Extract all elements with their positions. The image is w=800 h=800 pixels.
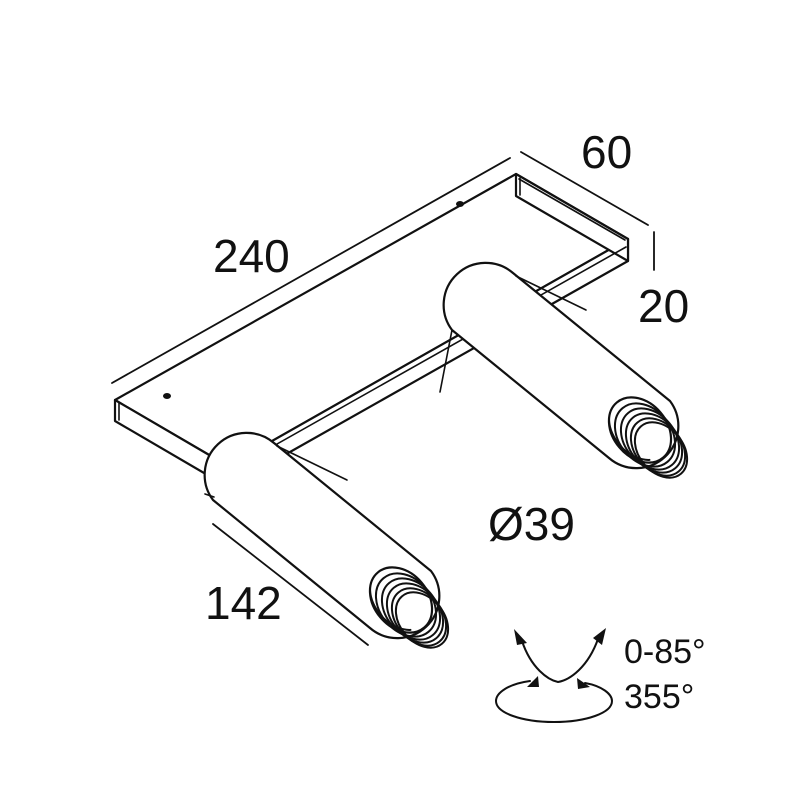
screw-hole-right [456,201,464,207]
dimension-label-cylinder-length: 142 [205,577,282,629]
dimension-line-240 [111,157,511,384]
dimension-label-width: 60 [581,126,632,178]
tilt-arrow-left-head [514,629,527,645]
rotation-arrow-left-head [527,676,539,687]
tilt-range-label: 0-85° [624,633,706,671]
plate-inner-front-line [230,246,627,471]
screw-hole-left [163,393,171,399]
cylinder-left-plate-joint-top [276,445,348,481]
tilt-arrow-right-head [593,628,606,645]
cylinder-left-ring-grooves [374,572,450,649]
cylinder-right-ring-grooves [613,402,689,479]
cylinder-left [203,431,450,649]
dimension-line-60 [520,151,649,226]
dimension-label-height: 20 [638,280,689,332]
dimension-line-142 [212,523,369,646]
cylinder-right-plate-joint-top [515,275,587,311]
plate-inner-right-line [518,178,626,241]
tilt-arc [521,638,599,684]
cylinder-left-plate-joint-left [204,493,215,498]
adjustment-symbol: 0-85° 355° [494,628,706,724]
cylinder-right [439,261,689,479]
dimension-label-length: 240 [213,230,290,282]
rotation-arrow-right-head [577,678,590,689]
rotation-range-label: 355° [624,678,694,716]
base-plate-right-end-face [514,172,630,263]
dimension-label-diameter: Ø39 [488,498,575,550]
cylinder-right-plate-joint-left [439,329,453,393]
rotation-ellipse [494,680,614,724]
